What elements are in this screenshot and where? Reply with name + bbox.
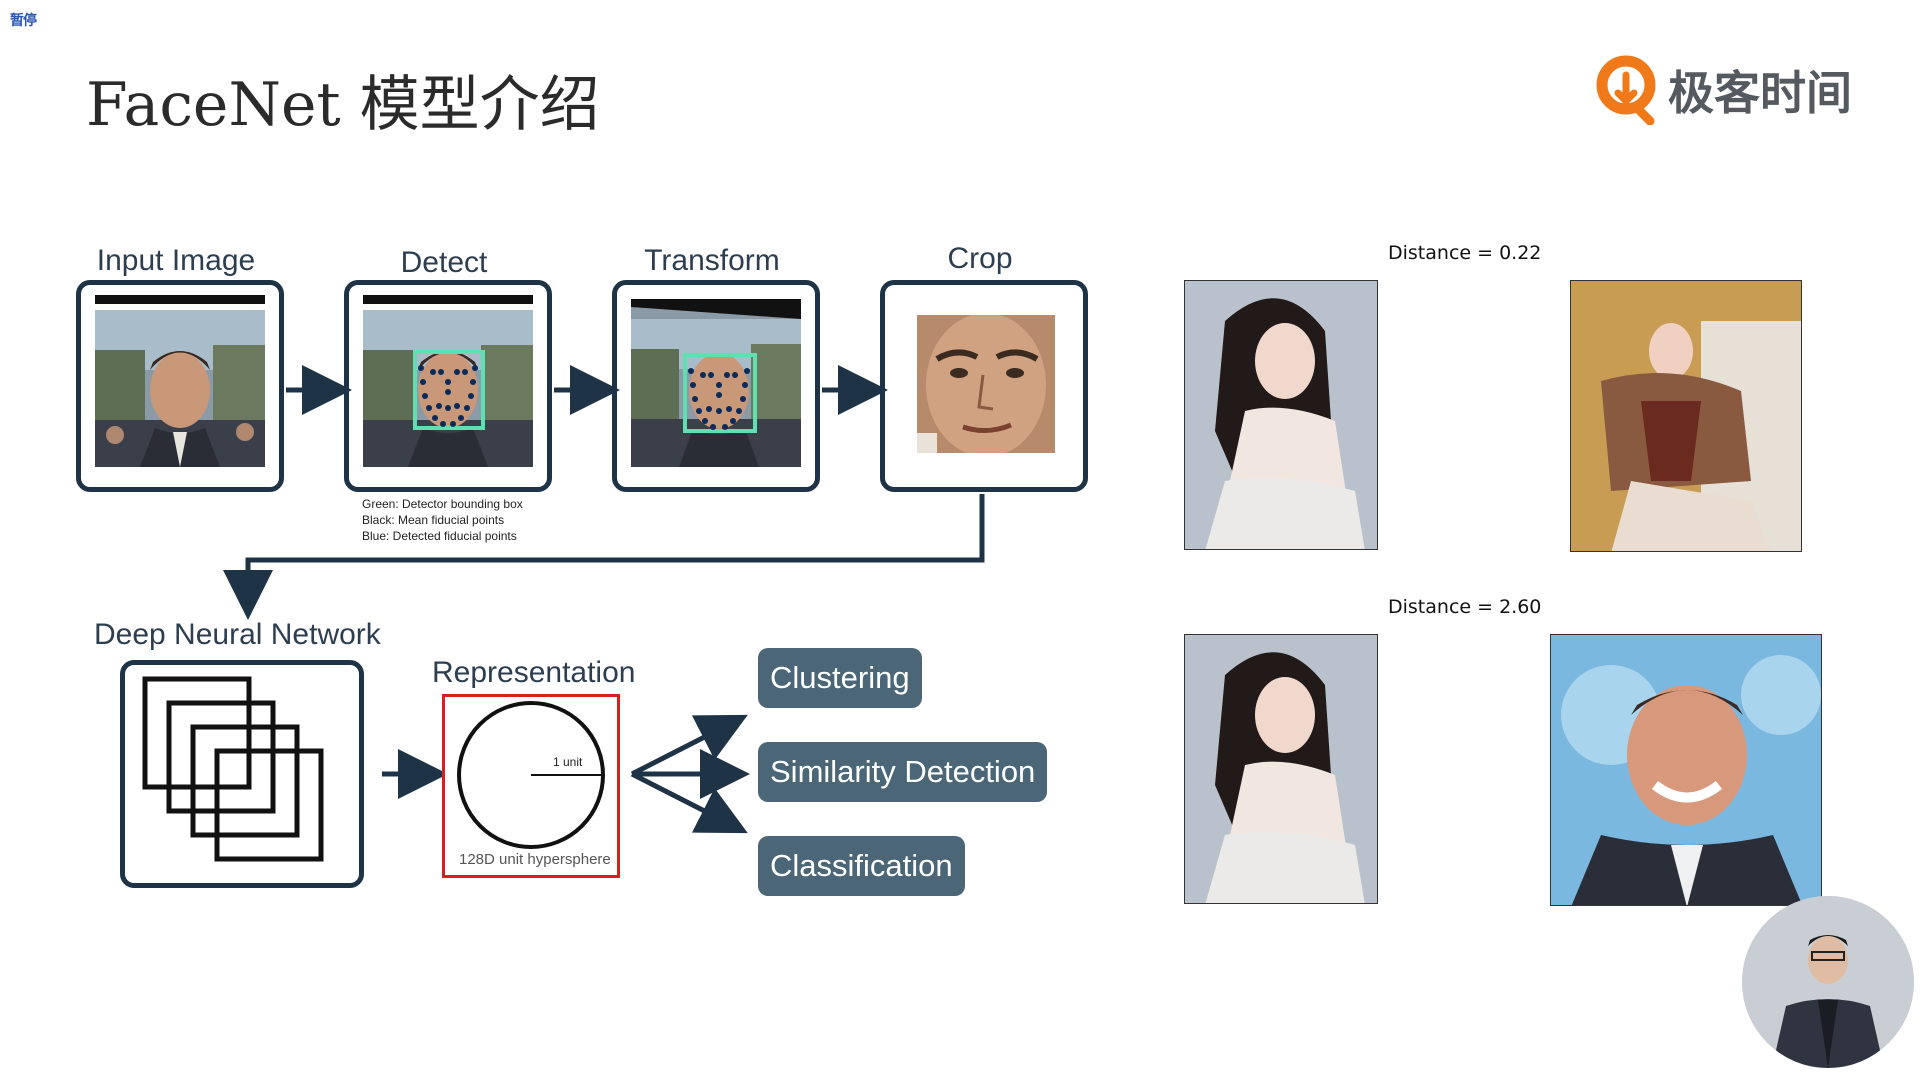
stage-detect	[344, 280, 552, 492]
slide-title: FaceNet 模型介绍	[86, 70, 600, 140]
network-box	[120, 660, 364, 888]
arrow-crop-to-network	[223, 494, 985, 620]
unit-label: 1 unit	[553, 755, 583, 769]
classification-button[interactable]: Classification	[758, 836, 965, 896]
detector-bounding-box	[413, 350, 485, 430]
legend-green: Green: Detector bounding box	[362, 497, 523, 511]
detect-legend: Green: Detector bounding box Black: Mean…	[362, 496, 523, 544]
input-face-photo	[95, 310, 265, 467]
stage-label-crop: Crop	[947, 242, 1013, 275]
legend-black: Black: Mean fiducial points	[362, 513, 505, 527]
letterbox-bar	[95, 295, 265, 304]
hypersphere-label: 128D unit hypersphere	[459, 851, 611, 868]
distance-label-same: Distance = 0.22	[1388, 242, 1542, 264]
clustering-button[interactable]: Clustering	[758, 648, 922, 708]
distance-label-different: Distance = 2.60	[1388, 596, 1542, 618]
fiducial-points	[418, 365, 478, 427]
hypersphere-icon	[457, 701, 605, 849]
stage-label-detect: Detect	[400, 246, 488, 279]
crop-face-photo	[917, 315, 1055, 453]
representation-box: 1 unit 128D unit hypersphere	[442, 694, 620, 878]
arrow-to-clustering	[630, 714, 748, 777]
arrow-to-classification	[630, 771, 748, 834]
brand-logo: 极客时间	[1596, 50, 1886, 130]
letterbox-bar	[363, 295, 533, 304]
detect-face-photo	[363, 310, 533, 467]
pause-badge[interactable]: 暂停	[10, 13, 37, 29]
geektime-logo-icon	[1596, 55, 1656, 125]
similarity-detection-button[interactable]: Similarity Detection	[758, 742, 1048, 802]
legend-blue: Blue: Detected fiducial points	[362, 529, 517, 543]
brand-name: 极客时间	[1668, 66, 1852, 120]
stage-crop	[880, 280, 1088, 492]
stage-label-input-image: Input Image	[96, 244, 256, 277]
stage-input-image	[76, 280, 284, 492]
pair2-photo-left	[1184, 634, 1378, 904]
presenter-webcam	[1742, 896, 1914, 1068]
stage-transform	[612, 280, 820, 492]
pair2-photo-right	[1550, 634, 1822, 906]
pair1-photo-left	[1184, 280, 1378, 550]
pair1-photo-right	[1570, 280, 1802, 552]
representation-label: Representation	[432, 656, 636, 689]
stage-label-transform: Transform	[644, 244, 780, 277]
presenter-avatar-icon	[1742, 896, 1914, 1068]
network-label: Deep Neural Network	[94, 618, 381, 651]
transform-face-photo	[631, 299, 801, 467]
network-layers-icon	[142, 676, 324, 862]
